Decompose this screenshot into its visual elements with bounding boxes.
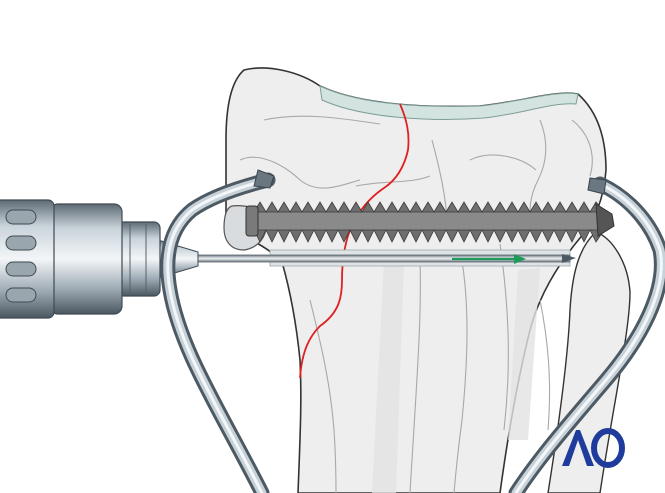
- drill-grip-slots: [5, 209, 37, 303]
- bone-shadow-left: [372, 260, 404, 493]
- screw-shaft: [254, 212, 604, 230]
- power-drill-icon: [0, 199, 199, 319]
- cartilage-surface: [319, 85, 579, 120]
- bone-body: [225, 67, 607, 493]
- screw-thread-top: [253, 201, 605, 213]
- reduction-forceps-icon: [160, 169, 665, 493]
- forceps-tip-right: [587, 177, 607, 195]
- bone-shadow-right: [508, 268, 540, 440]
- drill-chuck: [117, 221, 161, 297]
- screw-tip: [595, 203, 615, 237]
- direction-arrow-icon: [452, 254, 526, 264]
- screw-head: [245, 205, 259, 237]
- forceps-tip-left: [253, 169, 275, 189]
- ao-logo: [562, 428, 625, 468]
- lag-screw: [245, 201, 615, 243]
- drill-bit-tip: [562, 254, 576, 263]
- drill-body: [49, 203, 123, 315]
- screw-thread-bottom: [253, 229, 605, 243]
